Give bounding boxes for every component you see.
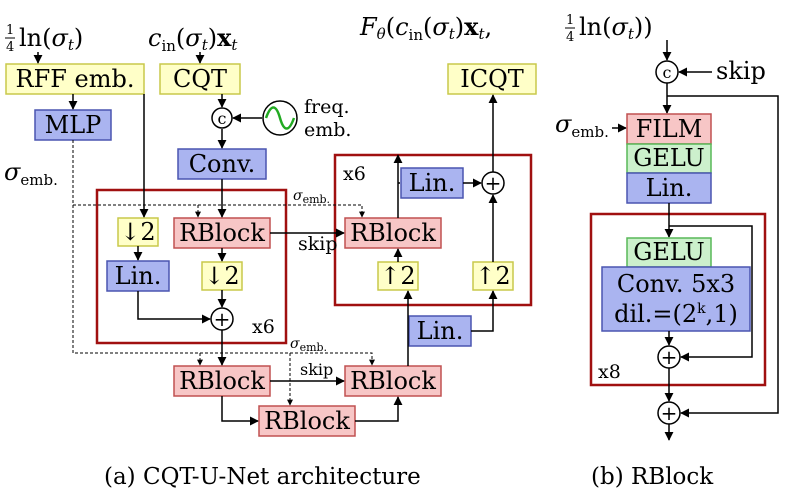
sigma-dash-to-bottleneck bbox=[72, 205, 375, 366]
film-block bbox=[626, 113, 712, 145]
skip-label-top: skip bbox=[298, 233, 338, 255]
svg-text:cin(σt)xt: cin(σt)xt bbox=[148, 23, 238, 55]
svg-text:ln(σt)): ln(σt)) bbox=[579, 13, 653, 43]
arrow-bottom-to-right bbox=[355, 396, 403, 422]
encoder-rblock bbox=[173, 217, 271, 249]
svg-text:1: 1 bbox=[566, 13, 574, 28]
decoder-sum-symbol: + bbox=[485, 171, 502, 195]
freq-label-2: emb. bbox=[304, 119, 351, 141]
gelu-label-inner: GELU bbox=[633, 238, 705, 266]
bottleneck-rblock-left-label: RBlock bbox=[179, 367, 265, 395]
svg-text:Fθ(cin(σt)xt,: Fθ(cin(σt)xt, bbox=[359, 12, 492, 44]
freq-label-1: freq. bbox=[304, 96, 350, 118]
svg-text:1: 1 bbox=[6, 23, 14, 38]
upsample-label-a: ↑2 bbox=[380, 262, 415, 290]
cqt-block bbox=[159, 63, 241, 95]
downsample-block-a bbox=[117, 217, 159, 247]
concat-node bbox=[211, 107, 233, 129]
cin-x-label: cin(σt)xt bbox=[148, 23, 238, 55]
rblock-x8: x8 bbox=[598, 361, 621, 383]
arrow-bottleneck-left-to-bottom bbox=[221, 396, 259, 426]
icqt-block bbox=[447, 63, 537, 95]
decoder-x6: x6 bbox=[343, 163, 366, 185]
mlp-block bbox=[34, 109, 112, 141]
decoder-rblock bbox=[344, 217, 442, 249]
conv53-label: Conv. 5x3 bbox=[617, 270, 735, 298]
rblock-inner-sum-symbol: + bbox=[661, 345, 678, 369]
sigma-dash-to-decoder bbox=[72, 140, 365, 218]
rblock-outer-sum-symbol: + bbox=[661, 401, 678, 425]
caption-b: (b) RBlock bbox=[591, 464, 714, 490]
conv53-block bbox=[601, 266, 751, 332]
arrow-lin-to-up-b bbox=[471, 290, 498, 332]
film-label: FILM bbox=[636, 115, 703, 143]
arrow-lin-to-sum bbox=[137, 291, 211, 324]
downsample-label-b: ↓2 bbox=[204, 262, 239, 290]
upsample-block-a bbox=[377, 261, 419, 291]
rblock-lin-block bbox=[626, 172, 712, 204]
sine-wave-glyph bbox=[264, 106, 296, 130]
caption-a: (a) CQT-U-Net architecture bbox=[104, 464, 421, 490]
encoder-rblock-label: RBlock bbox=[179, 219, 265, 247]
sigma-emb-dash-label-2: σemb. bbox=[290, 336, 327, 354]
rff-label: RFF emb. bbox=[16, 65, 135, 93]
upsample-label-b: ↑2 bbox=[475, 262, 510, 290]
svg-text:ln(σt): ln(σt) bbox=[19, 24, 83, 54]
concat-symbol: c bbox=[218, 109, 227, 128]
bottleneck-rblock-bottom-label: RBlock bbox=[264, 407, 350, 435]
cqt-label: CQT bbox=[173, 65, 227, 93]
rblock-lin-label: Lin. bbox=[646, 174, 693, 202]
rblock-skip-label: skip bbox=[716, 57, 766, 85]
rblock-concat-symbol: c bbox=[663, 63, 672, 82]
sigma-emb-label: σemb. bbox=[4, 158, 58, 189]
svg-text:4: 4 bbox=[566, 30, 574, 45]
bottom-lin-label: Lin. bbox=[417, 317, 464, 345]
arrow-outer-residual bbox=[667, 95, 779, 418]
decoder-rblock-label: RBlock bbox=[350, 219, 436, 247]
log-sigma-label: 1 4 ln(σt) bbox=[5, 23, 83, 55]
rff-embedding-block bbox=[5, 63, 145, 95]
bottleneck-rblock-left bbox=[173, 365, 271, 397]
upsample-block-b bbox=[472, 261, 514, 291]
bottleneck-rblock-right bbox=[344, 365, 442, 397]
encoder-frame bbox=[95, 188, 288, 345]
mlp-label: MLP bbox=[45, 111, 102, 139]
icqt-label: ICQT bbox=[460, 65, 524, 93]
dil-label: dil.=(2k,1) bbox=[614, 300, 738, 328]
gelu-label-top: GELU bbox=[633, 144, 705, 172]
arrow-inner-residual bbox=[669, 225, 753, 362]
conv-label: Conv. bbox=[189, 150, 256, 178]
output-label: Fθ(cin(σt)xt, 1 4 ln(σt)) bbox=[359, 12, 653, 45]
sigma-emb-dash-label-1: σemb. bbox=[293, 188, 330, 206]
rblock-sigma-label: σemb. bbox=[555, 110, 609, 141]
svg-text:4: 4 bbox=[6, 40, 14, 55]
encoder-x6: x6 bbox=[252, 316, 275, 338]
encoder-sum-symbol: + bbox=[214, 307, 231, 331]
bottleneck-rblock-right-label: RBlock bbox=[350, 367, 436, 395]
downsample-label-a: ↓2 bbox=[120, 218, 155, 246]
decoder-lin-label: Lin. bbox=[409, 169, 456, 197]
rblock-inner-frame bbox=[589, 212, 767, 387]
encoder-lin-label: Lin. bbox=[115, 262, 162, 290]
downsample-block-b bbox=[201, 261, 243, 291]
decoder-lin-block bbox=[400, 167, 464, 199]
skip-label-bottom: skip bbox=[300, 360, 333, 379]
bottom-lin-block bbox=[408, 315, 472, 347]
decoder-frame bbox=[333, 153, 533, 307]
